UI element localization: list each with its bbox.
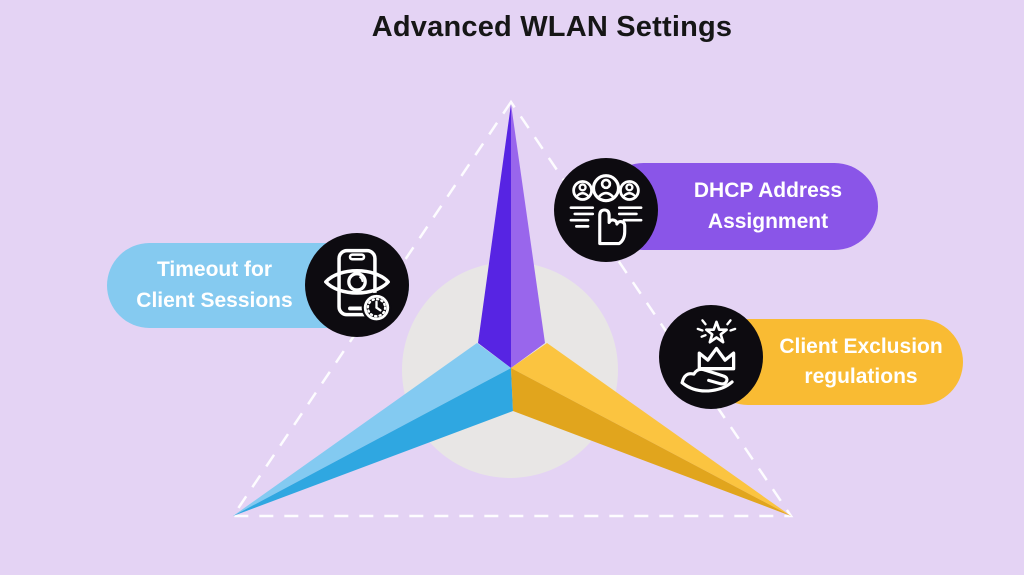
pill-label-line: Client Exclusion — [779, 334, 943, 358]
exclusion-icon-badge — [659, 305, 763, 409]
star-arm-top-purple — [478, 104, 545, 368]
phone-session-watch-icon — [324, 248, 392, 323]
pill-label-line: Timeout for — [156, 258, 273, 281]
dhcp-icon-badge — [554, 158, 658, 262]
timeout-client-sessions-label: Timeout for Client Sessions — [117, 243, 312, 328]
users-assignment-pointer-icon — [569, 174, 643, 246]
hand-crown-star-icon — [680, 319, 737, 393]
pill-label-line: Assignment — [707, 209, 829, 233]
star-arm-left-blue — [233, 343, 513, 516]
pill-label-line: regulations — [804, 365, 918, 388]
client-exclusion-regulations-label: Client Exclusion regulations — [761, 319, 961, 405]
dhcp-address-assignment-label: DHCP Address Assignment — [660, 163, 876, 250]
star-arm-right-yellow — [511, 343, 791, 516]
pill-label-line: Client Sessions — [136, 288, 293, 312]
timeout-icon-badge — [305, 233, 409, 337]
page-title: Advanced WLAN Settings — [371, 11, 733, 43]
dashed-triangle-outline — [230, 99, 794, 518]
pill-label-line: DHCP Address — [693, 179, 843, 202]
